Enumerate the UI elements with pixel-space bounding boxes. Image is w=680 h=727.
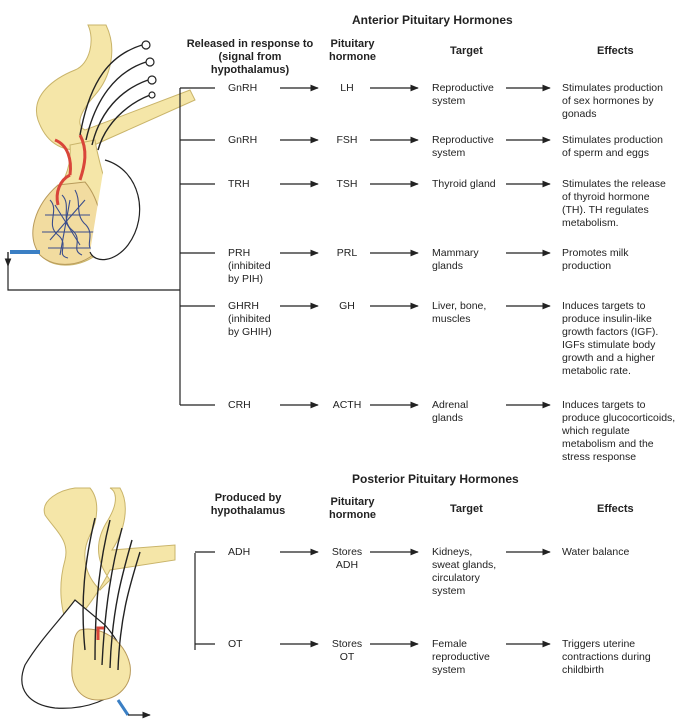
posterior-section-title: Posterior Pituitary Hormones [352,472,519,486]
anterior-row-hormone: FSH [336,134,358,146]
anterior-row-hormone: LH [340,82,354,94]
anterior-row-hormone: GH [339,300,355,312]
posterior-row-signal: OT [228,638,243,650]
capillary-network [42,189,95,259]
posterior-row-effect: Water balance [562,546,630,558]
anterior-row-effect: Promotes milk production [562,247,629,272]
anterior-row-signal: GnRH [228,82,258,94]
anterior-header-target: Target [450,45,483,57]
hypothalamus-tissue [36,24,196,151]
anterior-row-target: Liver, bone, muscles [432,300,487,325]
posterior-neurons [82,517,141,671]
anterior-row-signal: CRH [228,399,251,411]
hypothalamic-neurons [79,44,151,151]
anterior-section-title: Anterior Pituitary Hormones [352,13,513,27]
posterior-row-effect: Triggers uterine contractions during chi… [562,638,651,676]
posterior-header-effects: Effects [597,503,634,515]
posterior-row-target: Female reproductive system [432,638,490,676]
anterior-row-signal: GnRH [228,134,258,146]
anterior-row-effect: Induces targets to produce glucocorticoi… [562,399,676,463]
anterior-row-effect: Stimulates production of sperm and eggs [562,134,663,159]
anterior-row-hormone: PRL [336,247,358,259]
posterior-header-produced: Produced by hypothalamus [210,492,286,517]
anterior-row-target: Reproductive system [432,82,494,107]
anterior-row-signal: PRH (inhibited by PIH) [228,247,271,285]
row-arrows [195,84,551,648]
posterior-row-signal: ADH [228,546,251,558]
anterior-row-effect: Induces targets to produce insulin-like … [562,300,659,377]
posterior-row-target: Kidneys, sweat glands, circulatory syste… [432,546,497,597]
anterior-row-effect: Stimulates production of sex hormones by… [562,82,663,120]
posterior-lobe-outline [89,159,141,261]
posterior-pituitary-illustration [21,487,196,719]
portal-artery [54,134,87,206]
anterior-header-hormone: Pituitary hormone [328,38,377,63]
anterior-connectors [179,87,215,406]
anterior-row-target: Adrenal glands [432,399,469,424]
posterior-header-hormone: Pituitary hormone [328,496,377,521]
posterior-red-vessel [96,626,104,640]
anterior-row-signal: GHRH (inhibited by GHIH) [228,300,272,338]
anterior-row-target: Reproductive system [432,134,494,159]
posterior-lobe [71,628,131,701]
neuron-cell-bodies [141,40,157,99]
posterior-blue-vessel [116,699,130,716]
anterior-row-hormone: TSH [336,178,358,190]
anterior-row-signal: TRH [228,178,250,190]
anterior-row-target: Thyroid gland [432,178,496,190]
anterior-header-effects: Effects [597,45,634,57]
posterior-hypothalamus-tissue [43,487,176,631]
anterior-row-target: Mammary glands [432,247,479,272]
anterior-row-effect: Stimulates the release of thyroid hormon… [562,178,666,229]
anterior-row-hormone: ACTH [332,399,362,411]
anterior-header-released: Released in response to (signal from hyp… [186,38,314,76]
anterior-pituitary-illustration [4,24,196,291]
posterior-row-hormone: Stores OT [331,638,363,663]
posterior-header-target: Target [450,503,483,515]
posterior-row-hormone: Stores ADH [331,546,363,571]
